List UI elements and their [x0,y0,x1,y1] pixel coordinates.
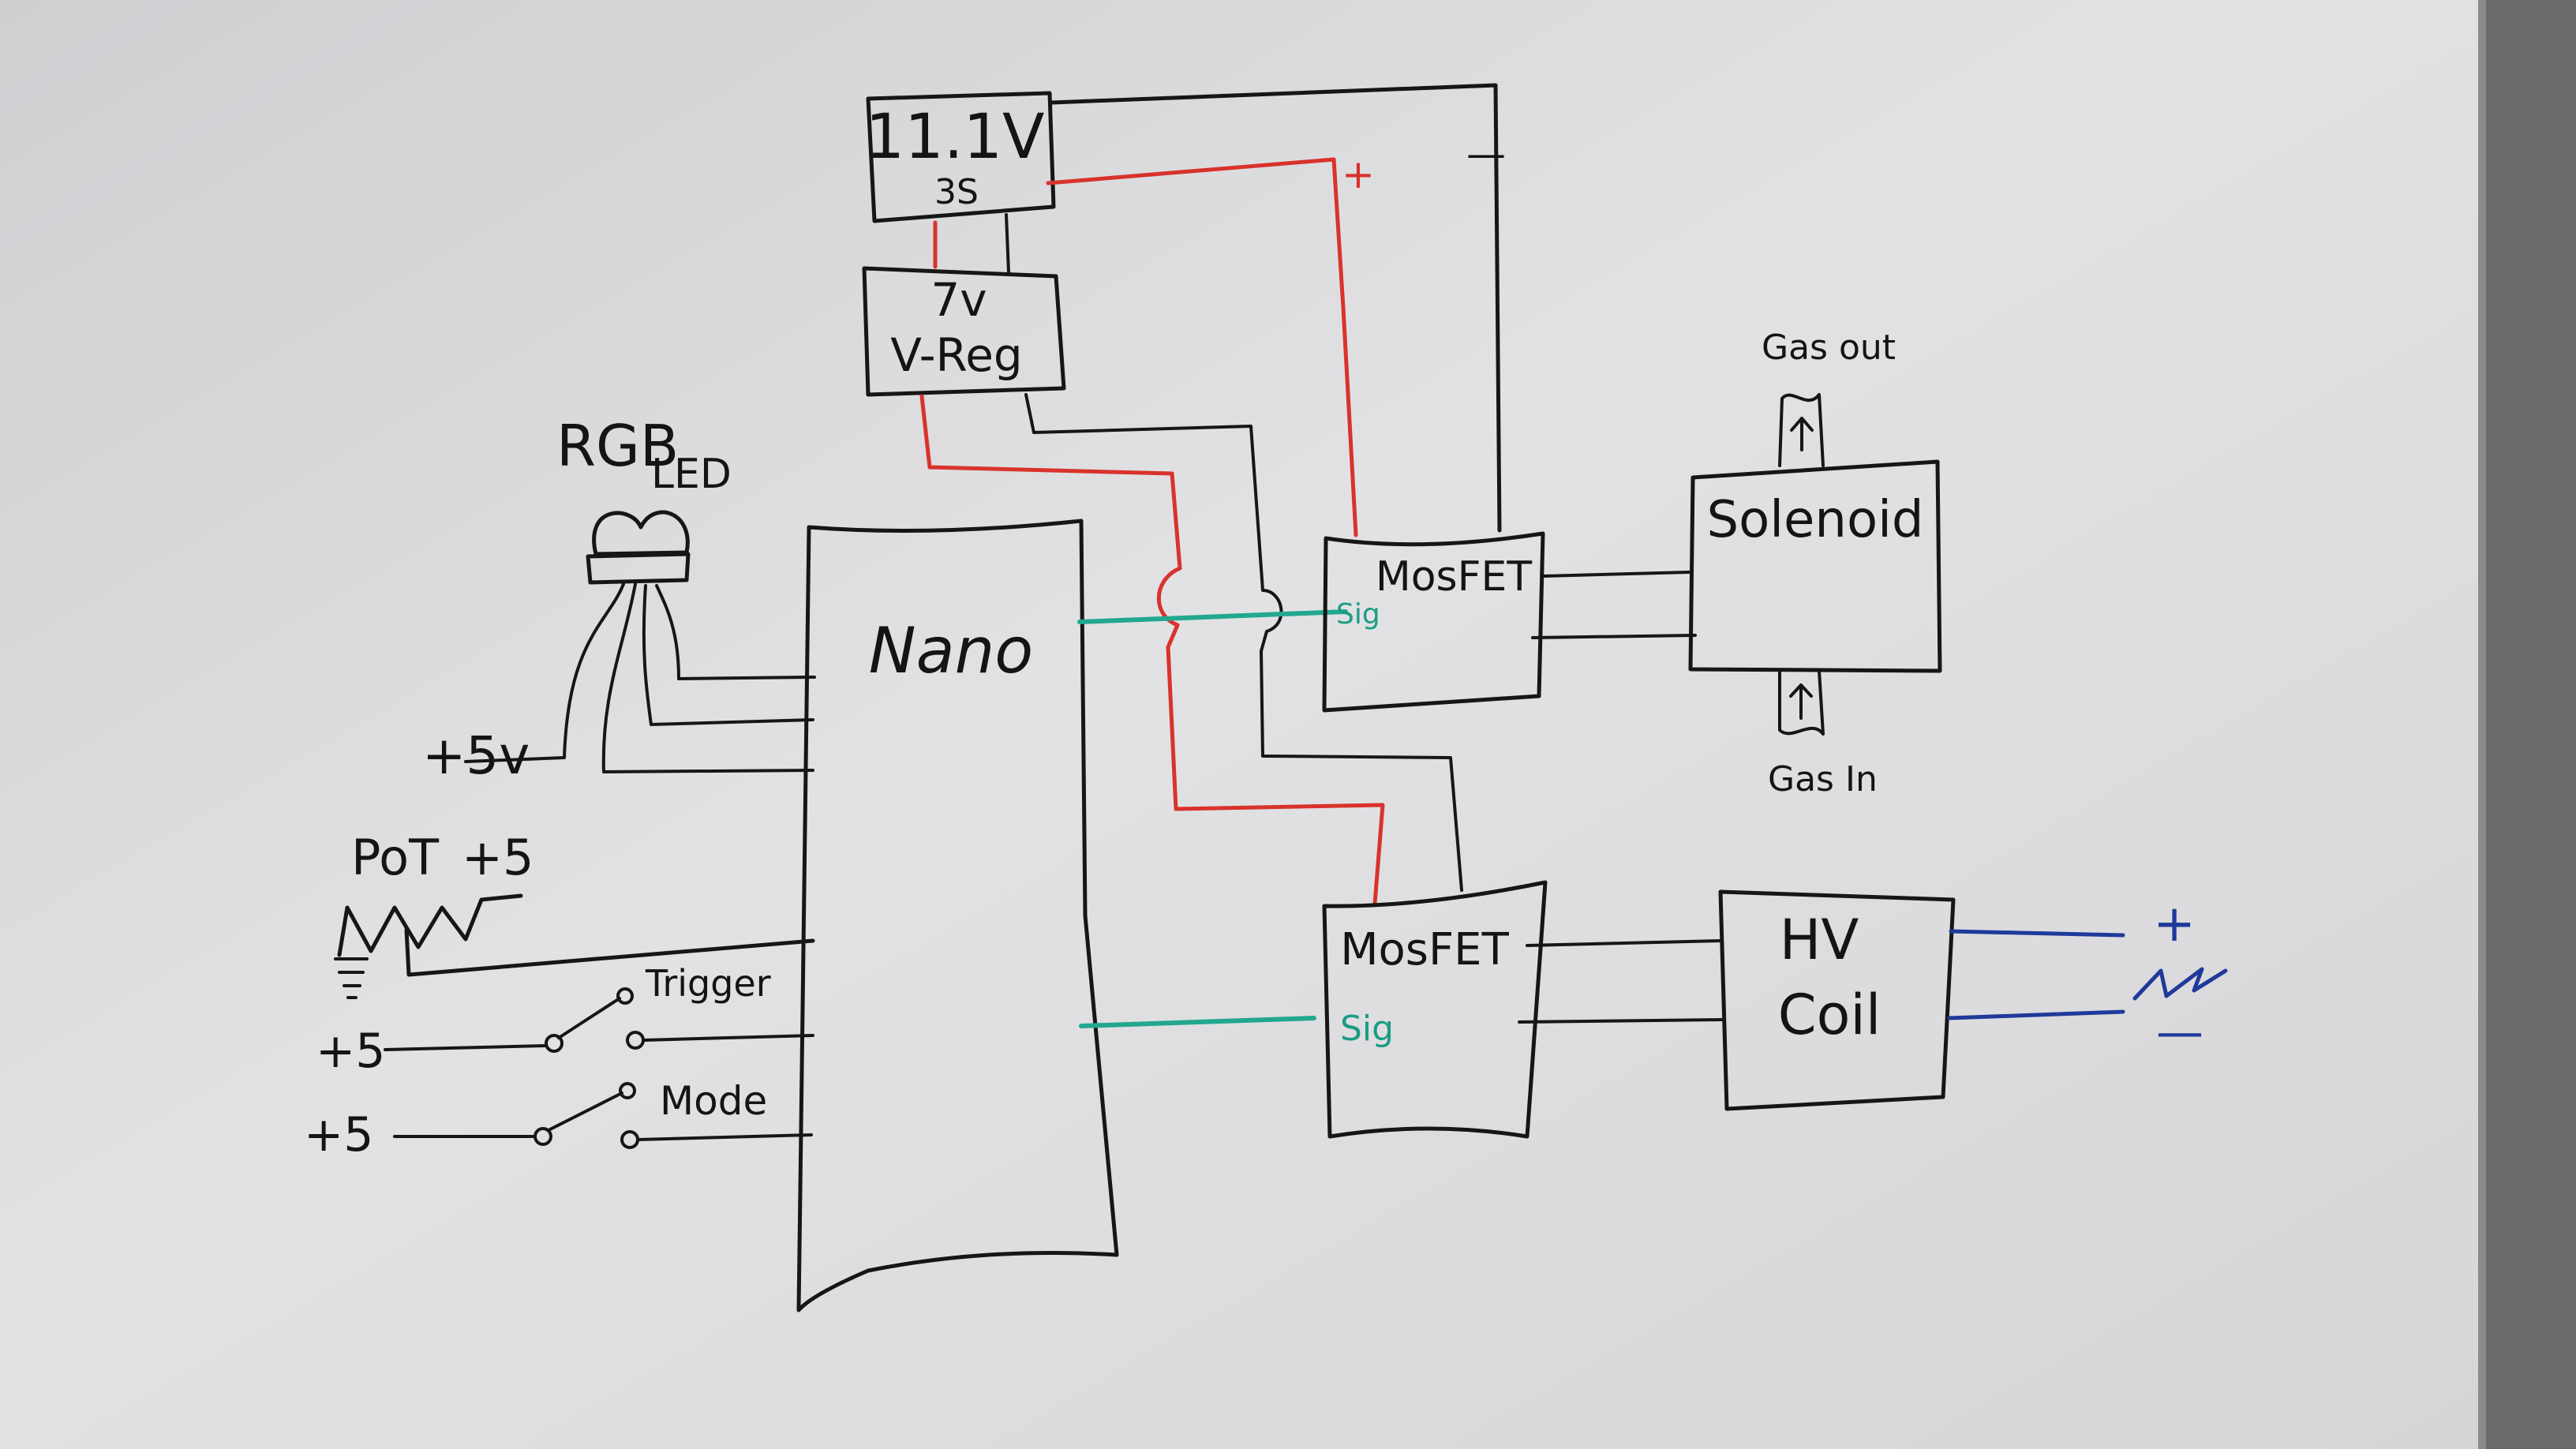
mosfet-bottom-sig-label: Sig [1340,1009,1394,1049]
mosfet-bottom-to-coil-wire-a [1526,939,1724,947]
mosfet-bottom-to-coil-wire-b [1518,1018,1726,1024]
mosfet-top-label: MosFET [1376,553,1533,601]
gas-in-arrow-icon [1789,683,1813,720]
gas-in-label: Gas In [1768,759,1878,799]
pot-label: PoT [351,829,440,886]
mode-lever-tip [619,1082,636,1099]
mosfet-bottom: MosFET Sig [1322,880,1548,1139]
regulator-7v-wire [919,394,1385,906]
whiteboard-frame [2478,0,2576,1449]
solenoid-block: Solenoid [1688,459,1942,673]
mosfet-top: MosFET Sig [1322,531,1545,713]
rgb-led: RGB LED [464,413,816,773]
trigger-supply-wire [384,1044,546,1051]
battery-negative-rail [1049,83,1502,533]
solenoid-label: Solenoid [1706,491,1923,549]
hv-plus-label: + [2153,895,2196,953]
voltage-regulator-block: 7v V-Reg [862,266,1066,397]
spark-zigzag-icon [2132,967,2228,1001]
mosfet-bottom-label: MosFET [1340,924,1509,975]
led-supply-label: +5v [422,725,530,786]
trigger-switch: +5 Trigger [316,962,814,1079]
nano-label: Nano [869,614,1034,687]
trigger-lever [557,997,621,1039]
hv-label: HV [1780,908,1859,972]
regulator-voltage-label: 7v [930,273,987,327]
pot-resistor-symbol [337,893,523,957]
mode-to-nano-wire [636,1133,813,1141]
mode-label: Mode [660,1078,767,1124]
led-dome [592,510,690,556]
coil-label: Coil [1778,983,1881,1047]
led-label: LED [651,451,732,498]
battery-cells-label: 3S [934,172,979,212]
mode-lever [547,1091,623,1132]
battery-negative-symbol: — [1466,131,1506,177]
ground-icon [334,957,369,999]
gas-out-label: Gas out [1762,328,1896,368]
trigger-supply-label: +5 [316,1024,385,1079]
mode-contact-a [534,1127,552,1146]
gas-out-tube [1778,393,1825,467]
trigger-to-nano-wire [642,1034,814,1042]
spark-gap: + — [1947,895,2228,1060]
nano-board: Nano [796,519,1119,1312]
mosfet-top-sig-label: Sig [1336,598,1380,631]
trigger-lever-tip [616,987,634,1005]
hv-negative-wire [1947,1009,2125,1020]
nano-to-top-mosfet-signal [1077,609,1348,624]
pot-supply-label: +5 [462,829,534,886]
gas-out-arrow-icon [1790,417,1814,451]
battery-positive-wire [1046,157,1358,537]
whiteboard-frame-edge [2478,0,2486,1449]
pot-wiper-wire [404,927,815,977]
gas-in-tube [1778,669,1825,736]
battery-to-regulator-negative [1005,213,1010,274]
mosfet-top-to-solenoid-wire-a [1541,571,1690,578]
led-pin-1 [655,584,816,680]
hv-positive-wire [1949,929,2125,938]
trigger-label: Trigger [645,962,771,1005]
gas-out-port: Gas out [1762,328,1896,467]
mode-switch: +5 Mode [304,1078,813,1163]
led-pin-3 [601,582,814,773]
gas-in-port: Gas In [1768,669,1878,799]
mode-supply-label: +5 [304,1107,373,1163]
battery-block: 11.1V 3S [865,91,1056,223]
rgb-label: RGB [556,413,679,479]
whiteboard-surface [0,0,2486,1449]
led-pin-supply [464,582,625,763]
regulator-name-label: V-Reg [890,328,1022,382]
hv-coil-block: HV Coil [1718,889,1956,1111]
led-base [586,552,691,585]
battery-voltage-label: 11.1V [865,102,1044,173]
potentiometer: PoT +5 [334,829,815,999]
mosfet-top-to-solenoid-wire-b [1531,634,1697,639]
trigger-contact-a [545,1034,564,1053]
hv-minus-label: — [2156,1005,2203,1060]
battery-positive-symbol: + [1342,152,1375,197]
nano-to-bottom-mosfet-signal [1079,1016,1316,1028]
regulator-ground-wire [1024,393,1463,892]
led-pin-2 [642,584,814,726]
